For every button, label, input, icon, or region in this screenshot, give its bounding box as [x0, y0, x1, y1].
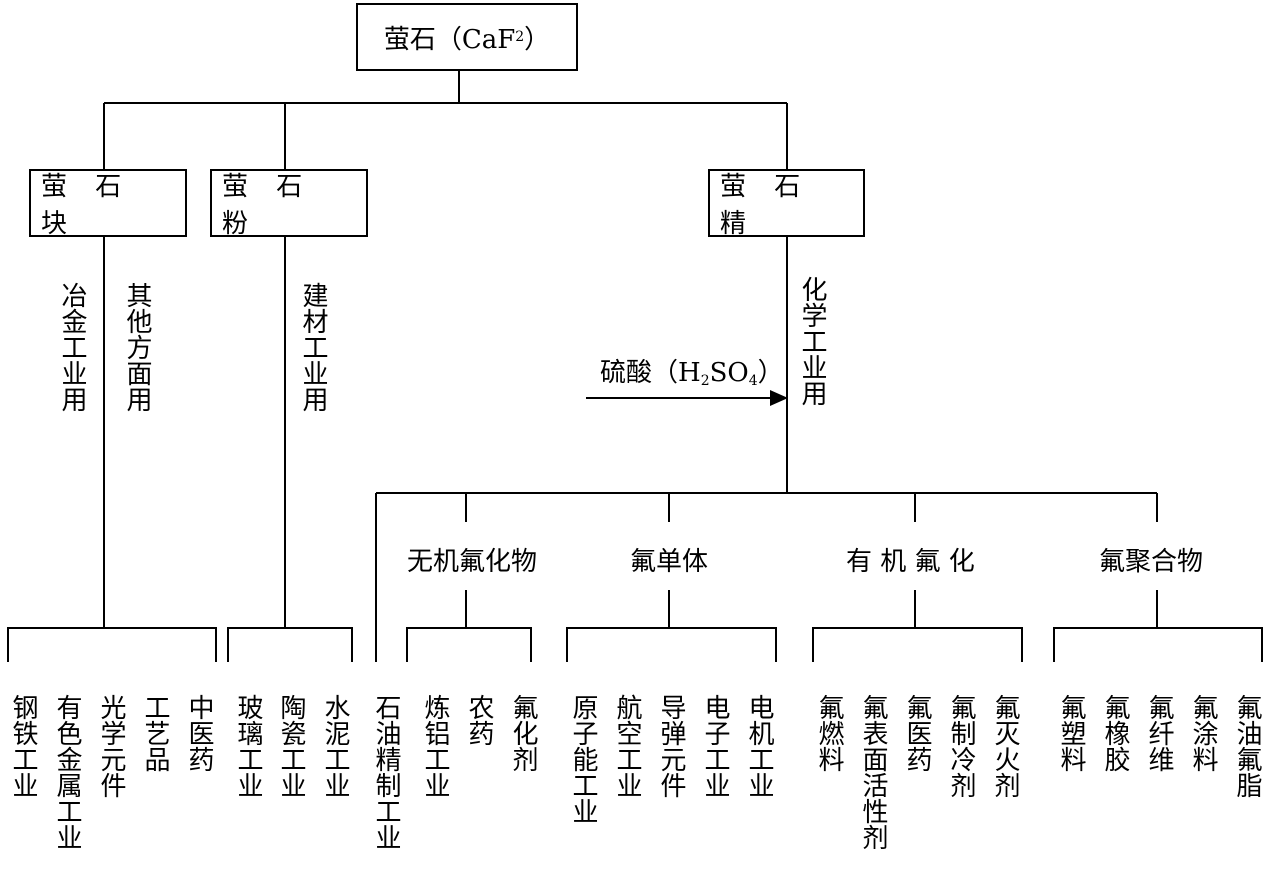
leaf-fluorinating-agent: 氟化剂 [508, 694, 538, 772]
leaf-ceramic: 陶瓷工业 [276, 694, 306, 798]
acid-label: 硫酸（H2SO4） [600, 352, 784, 389]
leaf-aluminum: 炼铝工业 [420, 694, 450, 798]
leaf-fluororubber: 氟橡胶 [1100, 694, 1130, 772]
category-powder-label: 萤 石 粉 [222, 172, 313, 239]
leaf-fluoro-oil-grease: 氟油氟脂 [1232, 694, 1262, 798]
leaf-medicine: 中医药 [184, 694, 214, 772]
category-powder: 萤 石 粉 [210, 169, 368, 239]
group-polymer: 氟聚合物 [1099, 547, 1204, 577]
leaf-fluoro-medicine: 氟医药 [902, 694, 932, 772]
leaf-nonferrous: 有色金属工业 [52, 694, 82, 850]
leaf-fluorocoating: 氟涂料 [1188, 694, 1218, 772]
leaf-electronics: 电子工业 [700, 694, 730, 798]
leaf-refrigerant: 氟制冷剂 [946, 694, 976, 798]
category-lump: 萤 石 块 [29, 169, 187, 239]
leaf-crafts: 工艺品 [140, 694, 170, 772]
leaf-optical: 光学元件 [96, 694, 126, 798]
use-metallurgy: 冶金工业用 [57, 282, 87, 412]
leaf-steel: 钢铁工业 [8, 694, 38, 798]
acid-sub1: 2 [700, 373, 710, 389]
acid-close: ） [757, 358, 784, 388]
acid-sub2: 4 [748, 373, 758, 389]
category-concentrate-label: 萤 石 精 [720, 172, 811, 239]
leaf-nuclear: 原子能工业 [568, 694, 598, 824]
leaf-fluoroplastic: 氟塑料 [1056, 694, 1086, 772]
category-concentrate: 萤 石 精 [708, 169, 865, 239]
use-building: 建材工业用 [298, 282, 328, 412]
use-other: 其他方面用 [122, 282, 152, 412]
leaf-cement: 水泥工业 [320, 694, 350, 798]
group-monomer: 氟单体 [630, 547, 709, 577]
leaf-motor: 电机工业 [744, 694, 774, 798]
leaf-fluoro-fuel: 氟燃料 [814, 694, 844, 772]
leaf-glass: 玻璃工业 [233, 694, 263, 798]
group-inorganic: 无机氟化物 [407, 547, 538, 577]
acid-mid: SO [709, 358, 749, 388]
arrow-head [770, 390, 788, 406]
root-label: 萤石（CaF [383, 24, 516, 55]
leaf-surfactant: 氟表面活性剂 [858, 694, 888, 850]
leaf-petroleum: 石油精制工业 [371, 694, 401, 850]
leaf-fluorofiber: 氟纤维 [1144, 694, 1174, 772]
leaf-pesticide: 农药 [464, 694, 494, 746]
group-organic: 有 机 氟 化 [846, 547, 975, 577]
root-subscript: 2 [515, 29, 525, 45]
root-close: ） [524, 24, 551, 55]
leaf-extinguisher: 氟灭火剂 [990, 694, 1020, 798]
leaf-aviation: 航空工业 [612, 694, 642, 798]
acid-text: 硫酸（H [600, 358, 701, 388]
leaf-missile: 导弹元件 [656, 694, 686, 798]
use-chemical: 化学工业用 [797, 276, 827, 406]
category-lump-label: 萤 石 块 [41, 172, 132, 239]
